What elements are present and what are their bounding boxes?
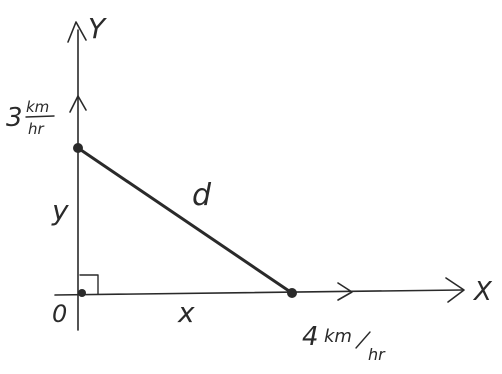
horizontal-speed-unit-top: km xyxy=(324,326,352,347)
y-axis: Y xyxy=(67,12,107,331)
vertical-speed-value: 3 xyxy=(6,103,23,133)
right-angle-marker xyxy=(79,274,99,295)
horizontal-velocity-arrow xyxy=(337,282,353,301)
vertical-velocity-arrow xyxy=(69,95,87,113)
horizontal-speed-value: 4 xyxy=(302,322,319,352)
hypotenuse-d xyxy=(76,146,294,295)
origin-label: 0 xyxy=(52,300,67,328)
vertical-speed-unit-bottom: hr xyxy=(28,120,45,138)
x-moving-point xyxy=(287,288,297,298)
horizontal-speed-unit-bottom: hr xyxy=(368,345,386,364)
vertical-segment-label: y xyxy=(51,194,69,227)
y-moving-point xyxy=(73,143,83,153)
y-axis-label: Y xyxy=(88,12,107,45)
vertical-speed-unit-top: km xyxy=(26,98,49,116)
horizontal-speed-label: 4 km hr xyxy=(302,322,386,364)
origin-point xyxy=(78,289,86,297)
hypotenuse-label: d xyxy=(192,178,212,213)
x-axis: X xyxy=(54,277,493,307)
x-axis-label: X xyxy=(472,277,493,307)
vertical-speed-label: 3 km hr xyxy=(6,98,55,138)
horizontal-segment-label: x xyxy=(177,296,195,329)
